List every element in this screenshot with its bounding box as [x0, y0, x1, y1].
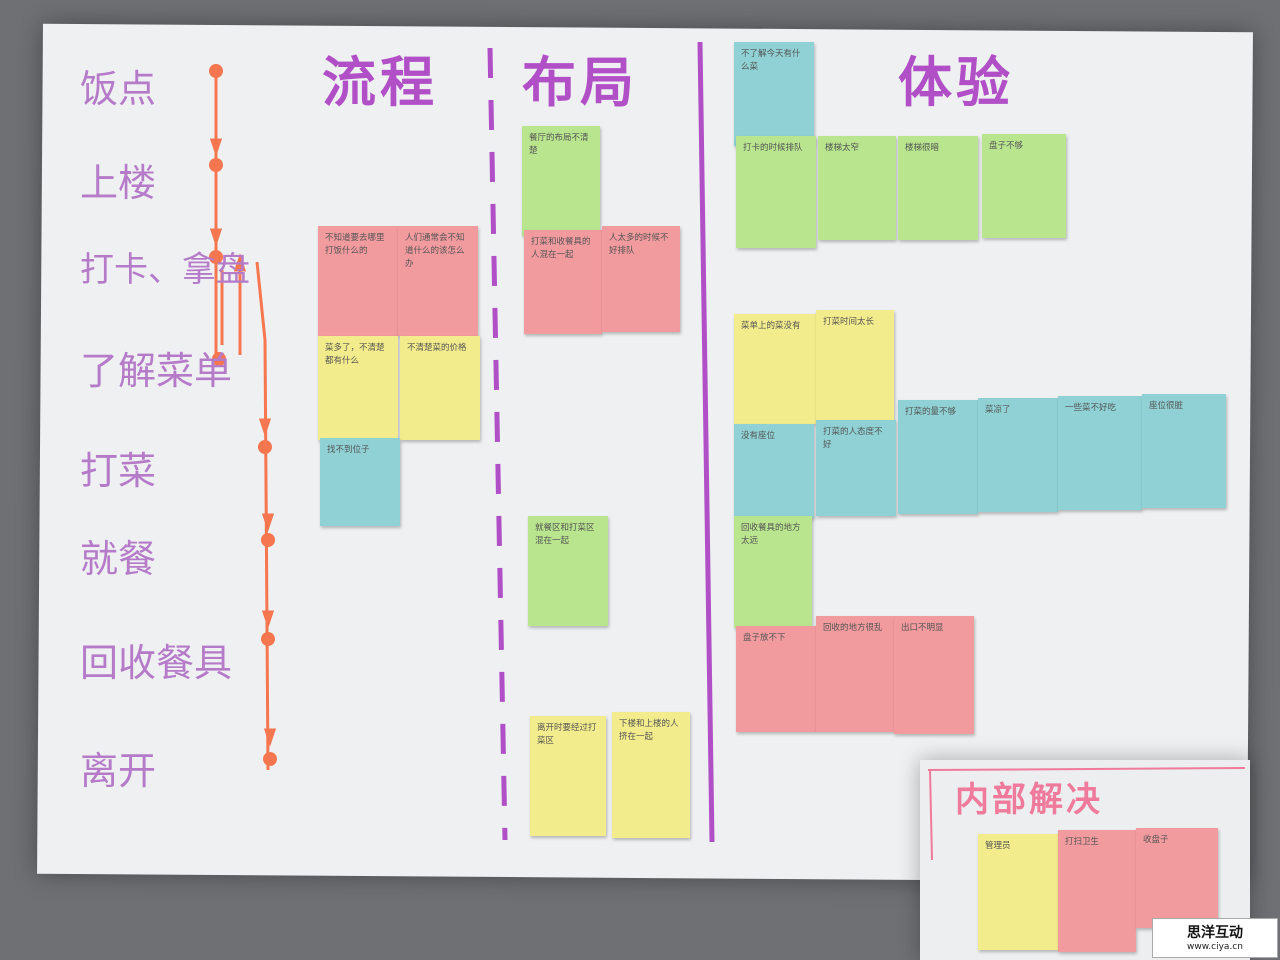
- sticky-note: 不知道要去哪里打饭什么的: [318, 226, 398, 336]
- sticky-note: 人太多的时候不好排队: [602, 226, 680, 332]
- timeline-dot: [258, 440, 272, 454]
- sticky-note: 人们通常会不知道什么的该怎么办: [398, 226, 478, 336]
- header-experience: 体验: [898, 51, 1014, 114]
- timeline-dot: [209, 158, 223, 172]
- sticky-note: 打菜的人态度不好: [816, 420, 896, 516]
- sticky-note: 管理员: [978, 834, 1058, 950]
- header-layout: 布局: [522, 51, 638, 114]
- sticky-note: 打菜的量不够: [898, 400, 978, 514]
- watermark-title: 思洋互动: [1187, 925, 1243, 941]
- sticky-note: 盘子不够: [982, 134, 1066, 238]
- sticky-note: 离开时要经过打菜区: [530, 716, 606, 836]
- sticky-note: 座位很脏: [1142, 394, 1226, 508]
- sticky-note: 打扫卫生: [1058, 830, 1136, 952]
- sticky-note: 不了解今天有什么菜: [734, 42, 814, 146]
- header-internal: 内部解决: [955, 780, 1103, 820]
- timeline-dot: [261, 632, 275, 646]
- step-label: 打菜: [80, 449, 157, 493]
- step-label: 饭点: [80, 67, 157, 111]
- sticky-note: 菜凉了: [978, 398, 1058, 512]
- step-label: 上楼: [80, 161, 157, 205]
- sticky-note: 楼梯太窄: [818, 136, 896, 240]
- timeline-dot: [209, 250, 223, 264]
- sticky-note: 就餐区和打菜区混在一起: [528, 516, 608, 626]
- sticky-note: 出口不明显: [894, 616, 974, 734]
- sticky-note: 打菜和收餐具的人混在一起: [524, 230, 602, 334]
- timeline-dot: [263, 752, 277, 766]
- timeline-dot: [212, 352, 226, 366]
- sticky-note: 餐厅的布局不清楚: [522, 126, 600, 236]
- sticky-note: 一些菜不好吃: [1058, 396, 1142, 510]
- sticky-note: 打卡的时候排队: [736, 136, 816, 248]
- step-label: 回收餐具: [80, 641, 233, 685]
- sticky-note: 菜多了，不清楚都有什么: [318, 336, 398, 440]
- sticky-note: 回收的地方很乱: [816, 616, 894, 732]
- header-flow: 流程: [322, 51, 438, 114]
- sticky-note: 没有座位: [734, 424, 814, 518]
- step-label: 就餐: [80, 537, 157, 581]
- sticky-note: 下楼和上楼的人挤在一起: [612, 712, 690, 838]
- sticky-note: 不清楚菜的价格: [400, 336, 480, 440]
- timeline-dot: [261, 533, 275, 547]
- step-label: 离开: [80, 749, 157, 793]
- watermark-badge: 思洋互动 www.ciya.cn: [1152, 918, 1278, 958]
- sticky-note: 盘子放不下: [736, 626, 816, 732]
- sticky-note: 收盘子: [1136, 828, 1218, 928]
- sticky-note: 打菜时间太长: [816, 310, 894, 422]
- step-label: 打卡、拿盘: [80, 250, 250, 290]
- step-label: 了解菜单: [80, 349, 233, 393]
- sticky-note: 菜单上的菜没有: [734, 314, 816, 424]
- timeline-dot: [209, 64, 223, 78]
- sticky-note: 找不到位子: [320, 438, 400, 526]
- sticky-note: 楼梯很暗: [898, 136, 978, 240]
- sticky-note: 回收餐具的地方太远: [734, 516, 812, 628]
- watermark-url: www.ciya.cn: [1187, 942, 1243, 952]
